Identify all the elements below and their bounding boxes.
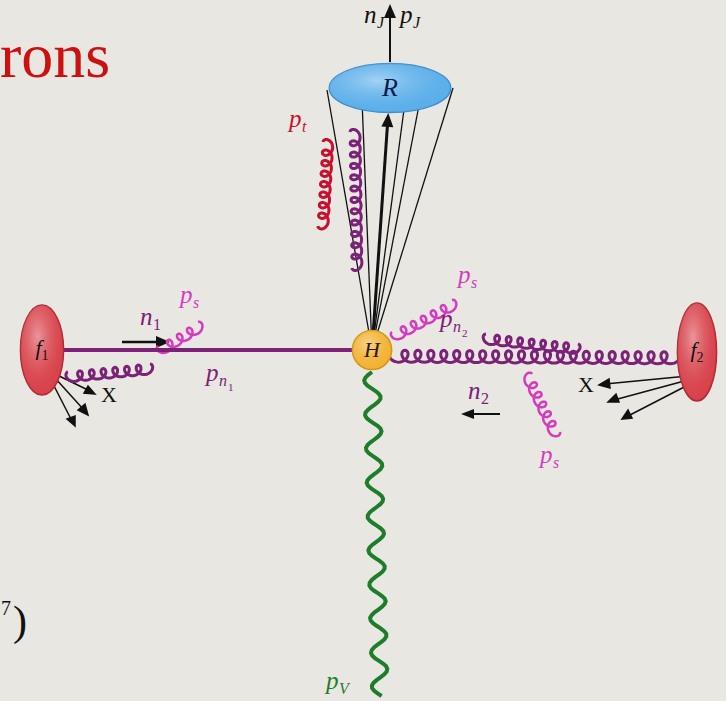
jet-particle: [362, 100, 372, 350]
subscript: 1: [153, 317, 161, 333]
quark-line: [64, 350, 352, 351]
momentum-label: p: [326, 668, 339, 693]
node-label: R: [382, 75, 398, 101]
momentum-label: p: [458, 262, 471, 287]
arrow-shaft: [122, 341, 158, 344]
beam-remnant-arrows: [52, 374, 690, 426]
arrow-head: [608, 394, 619, 402]
pdf-blob: f2: [677, 302, 717, 402]
jet-direction-arrow: [384, 4, 396, 62]
outline-shine: [352, 330, 391, 369]
n2-direction-arrow: [461, 409, 500, 419]
subscript: J: [413, 15, 420, 31]
arrow-head: [384, 4, 396, 18]
vector-boson-line: [364, 372, 387, 696]
arrow-shaft: [472, 413, 500, 415]
momentum-label: p: [206, 360, 219, 385]
node-label: f2: [690, 339, 703, 365]
remnant-label: X: [578, 374, 594, 396]
connector-line: [389, 350, 680, 364]
symbol: R: [382, 73, 398, 102]
outline-shine: [677, 303, 716, 401]
subscript: n: [453, 319, 461, 335]
subscript: 2: [462, 328, 468, 339]
arrow-head: [381, 113, 393, 127]
outline-shape: [352, 330, 391, 369]
subscript: s: [553, 455, 559, 471]
momentum-label: p: [289, 106, 302, 131]
subscript: 2: [697, 350, 704, 365]
outline-shape: [20, 305, 63, 395]
remnant-line: [52, 382, 72, 421]
momentum-label: p: [540, 442, 553, 467]
soft-collinear-gluon: [318, 140, 333, 229]
outline-shine: [329, 64, 451, 113]
arrow-head: [461, 409, 474, 419]
remnant-line: [628, 384, 690, 416]
soft-gluon: [391, 300, 457, 339]
jet-region-ellipse: R: [328, 63, 452, 113]
remnant-line: [55, 378, 84, 410]
node-label: f1: [35, 337, 48, 363]
connector-line: [64, 348, 352, 352]
cone-edge: [372, 88, 453, 350]
connector-line: [373, 125, 387, 330]
collinear-gluon: [350, 130, 362, 271]
arrow-head: [84, 386, 95, 394]
n1-direction-arrow: [122, 336, 170, 348]
node-label: H: [364, 339, 380, 361]
symbol: f: [690, 337, 696, 362]
outline-shine: [20, 305, 63, 395]
subscript: t: [302, 119, 306, 135]
arrow-shaft: [389, 14, 391, 62]
arrow-head: [78, 404, 88, 415]
subscript: J: [377, 15, 384, 31]
gluon-line: [389, 350, 680, 364]
outline-shape: [329, 64, 451, 113]
jet-particle: [372, 102, 405, 350]
heading-fragment: rons: [0, 24, 110, 88]
direction-label: n: [140, 304, 153, 329]
symbol: H: [364, 337, 380, 362]
bracket: ): [13, 600, 27, 642]
momentum-label: p: [440, 306, 453, 331]
pdf-blob: f1: [20, 304, 64, 396]
gluon-lines: [66, 130, 580, 697]
collinear-gluon: [66, 364, 153, 381]
momentum-label: n: [364, 2, 377, 27]
jet-particle: [372, 100, 420, 350]
symbol: f: [35, 335, 41, 360]
hard-vertex: H: [352, 330, 392, 370]
momentum-label: p: [400, 2, 413, 27]
cone-edge: [327, 90, 372, 350]
subscript: 1: [228, 382, 234, 393]
superscript: 7: [1, 598, 11, 618]
subscript: 1: [42, 348, 49, 363]
jet-axis-arrow: [373, 113, 393, 330]
soft-gluon: [525, 373, 561, 437]
direction-label: n: [468, 378, 481, 403]
momentum-label: p: [180, 282, 193, 307]
arrow-head: [599, 379, 610, 388]
subscript: s: [193, 295, 199, 311]
subscript: n: [219, 373, 227, 389]
arrow-head: [622, 410, 632, 419]
subscript: V: [339, 681, 349, 697]
subscript: 2: [481, 391, 489, 407]
subscript: s: [471, 275, 477, 291]
outline-shape: [677, 303, 716, 401]
arrow-head: [67, 416, 75, 426]
remnant-label: X: [101, 384, 117, 406]
